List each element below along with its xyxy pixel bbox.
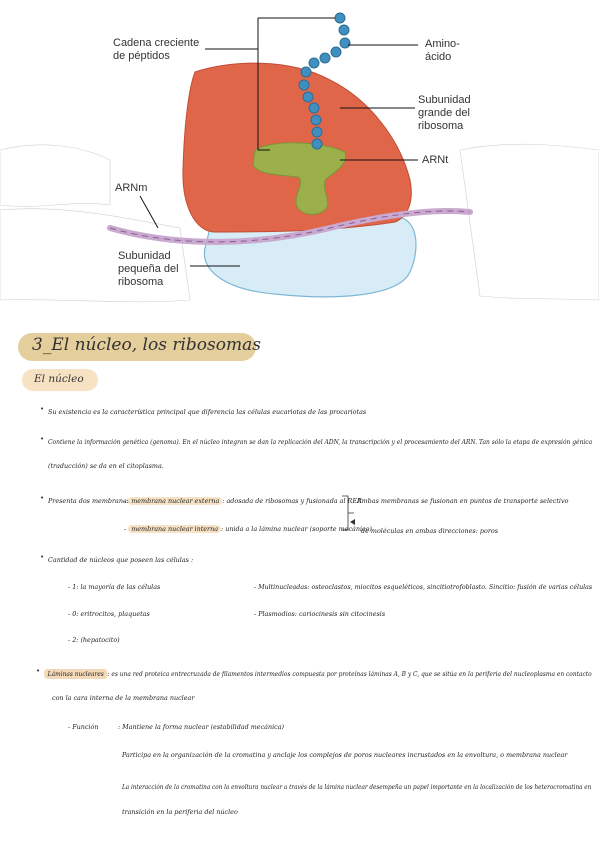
subsection-title: El núcleo (22, 369, 98, 391)
trna (252, 142, 347, 215)
laminas-text: : es una red proteica entrecruzada de fi… (107, 670, 592, 678)
label-pequena-line3: ribosoma (118, 276, 164, 288)
bracket-cadena (257, 18, 270, 151)
note-membrana-interna: - membrana nuclear interna: unida a la l… (124, 525, 372, 533)
sketch-bottom-left (0, 208, 191, 303)
laminas-label: Láminas nucleares (44, 669, 108, 679)
leader-arnm (139, 195, 159, 229)
brace-arrow (350, 519, 355, 525)
note-poros: de moléculas en ambas direcciones: poros (361, 527, 499, 535)
note-uno: - 1: la mayoría de las células (68, 583, 161, 591)
ribosome-figure: Cadena creciente de péptidos Amino- ácid… (0, 0, 599, 310)
label-cadena-line1: Cadena creciente (113, 37, 200, 49)
label-grande-line3: ribosoma (418, 120, 464, 132)
bullet: • (40, 494, 45, 502)
sketch-right (459, 143, 599, 301)
note-funcion-3: La interacción de la cromatina con la en… (122, 783, 592, 791)
brace-path (342, 495, 354, 531)
label-grande-line1: Subunidad (418, 94, 471, 106)
membrana-externa-text: : adosada de ribosomas y fusionada al RE… (222, 497, 362, 505)
leader-lines (139, 17, 418, 267)
label-cadena: Cadena creciente de péptidos (113, 37, 199, 63)
note-laminas-cont: con la cara interna de la membrana nucle… (52, 694, 195, 702)
amino-acid (300, 66, 312, 78)
label-pequena-line2: pequeña del (118, 263, 179, 275)
label-amino: Amino- ácido (425, 38, 460, 64)
note-funcion-2: Participa en la organización de la croma… (122, 751, 568, 759)
membrana-interna-text: : unida a la lámina nuclear (soporte mec… (221, 525, 372, 533)
note-contiene-cont: (traducción) se da en el citoplasma. (48, 462, 164, 470)
label-subunidad-grande: Subunidad grande del ribosoma (418, 94, 471, 133)
note-funcion-1: : Mantiene la forma nuclear (estabilidad… (118, 723, 285, 731)
amino-acid (311, 126, 323, 138)
label-cadena-line2: de péptidos (113, 50, 170, 62)
note-existencia: Su existencia es la característica princ… (48, 408, 367, 416)
membrana-interna-label: membrana nuclear interna (128, 525, 222, 533)
note-laminas: Láminas nucleares: es una red proteica e… (44, 669, 592, 679)
label-amino-line2: ácido (425, 51, 452, 63)
brace (342, 495, 355, 531)
note-funcion-label: - Función (68, 723, 99, 731)
note-membranas: Presenta dos membranas : (48, 497, 135, 505)
note-membrana-externa: - membrana nuclear externa: adosada de r… (124, 497, 362, 505)
note-cero: - 0: eritrocitos, plaquetas (68, 610, 150, 618)
note-fusion: Ambas membranas se fusionan en puntos de… (357, 497, 569, 505)
note-dos: - 2: (hepatocito) (68, 636, 120, 644)
bullet: • (40, 405, 45, 413)
label-pequena-line1: Subunidad (118, 250, 171, 262)
label-arnm: ARNm (115, 182, 148, 194)
section-title-text: 3_El núcleo, los ribosomas (32, 335, 261, 355)
subsection-title-text: El núcleo (34, 373, 84, 385)
label-arnt: ARNt (422, 154, 449, 166)
note-plasmodios: - Plasmodios: cariocinesis sin citocines… (254, 610, 386, 618)
amino-acid-chain (298, 12, 351, 150)
amino-acid (339, 37, 351, 49)
bullet: • (40, 553, 45, 561)
note-cantidad: Cantidad de núcleos que poseen las célul… (48, 556, 194, 564)
sketch-left (0, 144, 111, 207)
ribosome-diagram (0, 12, 599, 303)
amino-acid (311, 138, 323, 150)
label-amino-line1: Amino- (425, 38, 460, 50)
label-subunidad-pequena: Subunidad pequeña del ribosoma (118, 250, 179, 289)
mrna-codons (109, 210, 471, 243)
membrana-externa-label: membrana nuclear externa (128, 497, 223, 505)
amino-acid (334, 12, 346, 24)
amino-acid (308, 57, 320, 69)
amino-acid (310, 114, 322, 126)
amino-acid (338, 24, 350, 36)
amino-acid (308, 102, 320, 114)
amino-acid (298, 79, 310, 91)
amino-acid (319, 52, 331, 64)
note-funcion-4: transición en la periferia del núcleo (122, 808, 238, 816)
section-title: 3_El núcleo, los ribosomas (18, 333, 261, 361)
label-grande-line2: grande del (418, 107, 470, 119)
amino-acid (302, 91, 314, 103)
bullet: • (36, 667, 41, 675)
amino-acid (330, 46, 342, 58)
note-multinucleadas: - Multinucleadas: osteoclastos, miocitos… (254, 583, 593, 591)
bullet: • (40, 435, 45, 443)
note-contiene: Contiene la información genética (genoma… (48, 438, 593, 446)
